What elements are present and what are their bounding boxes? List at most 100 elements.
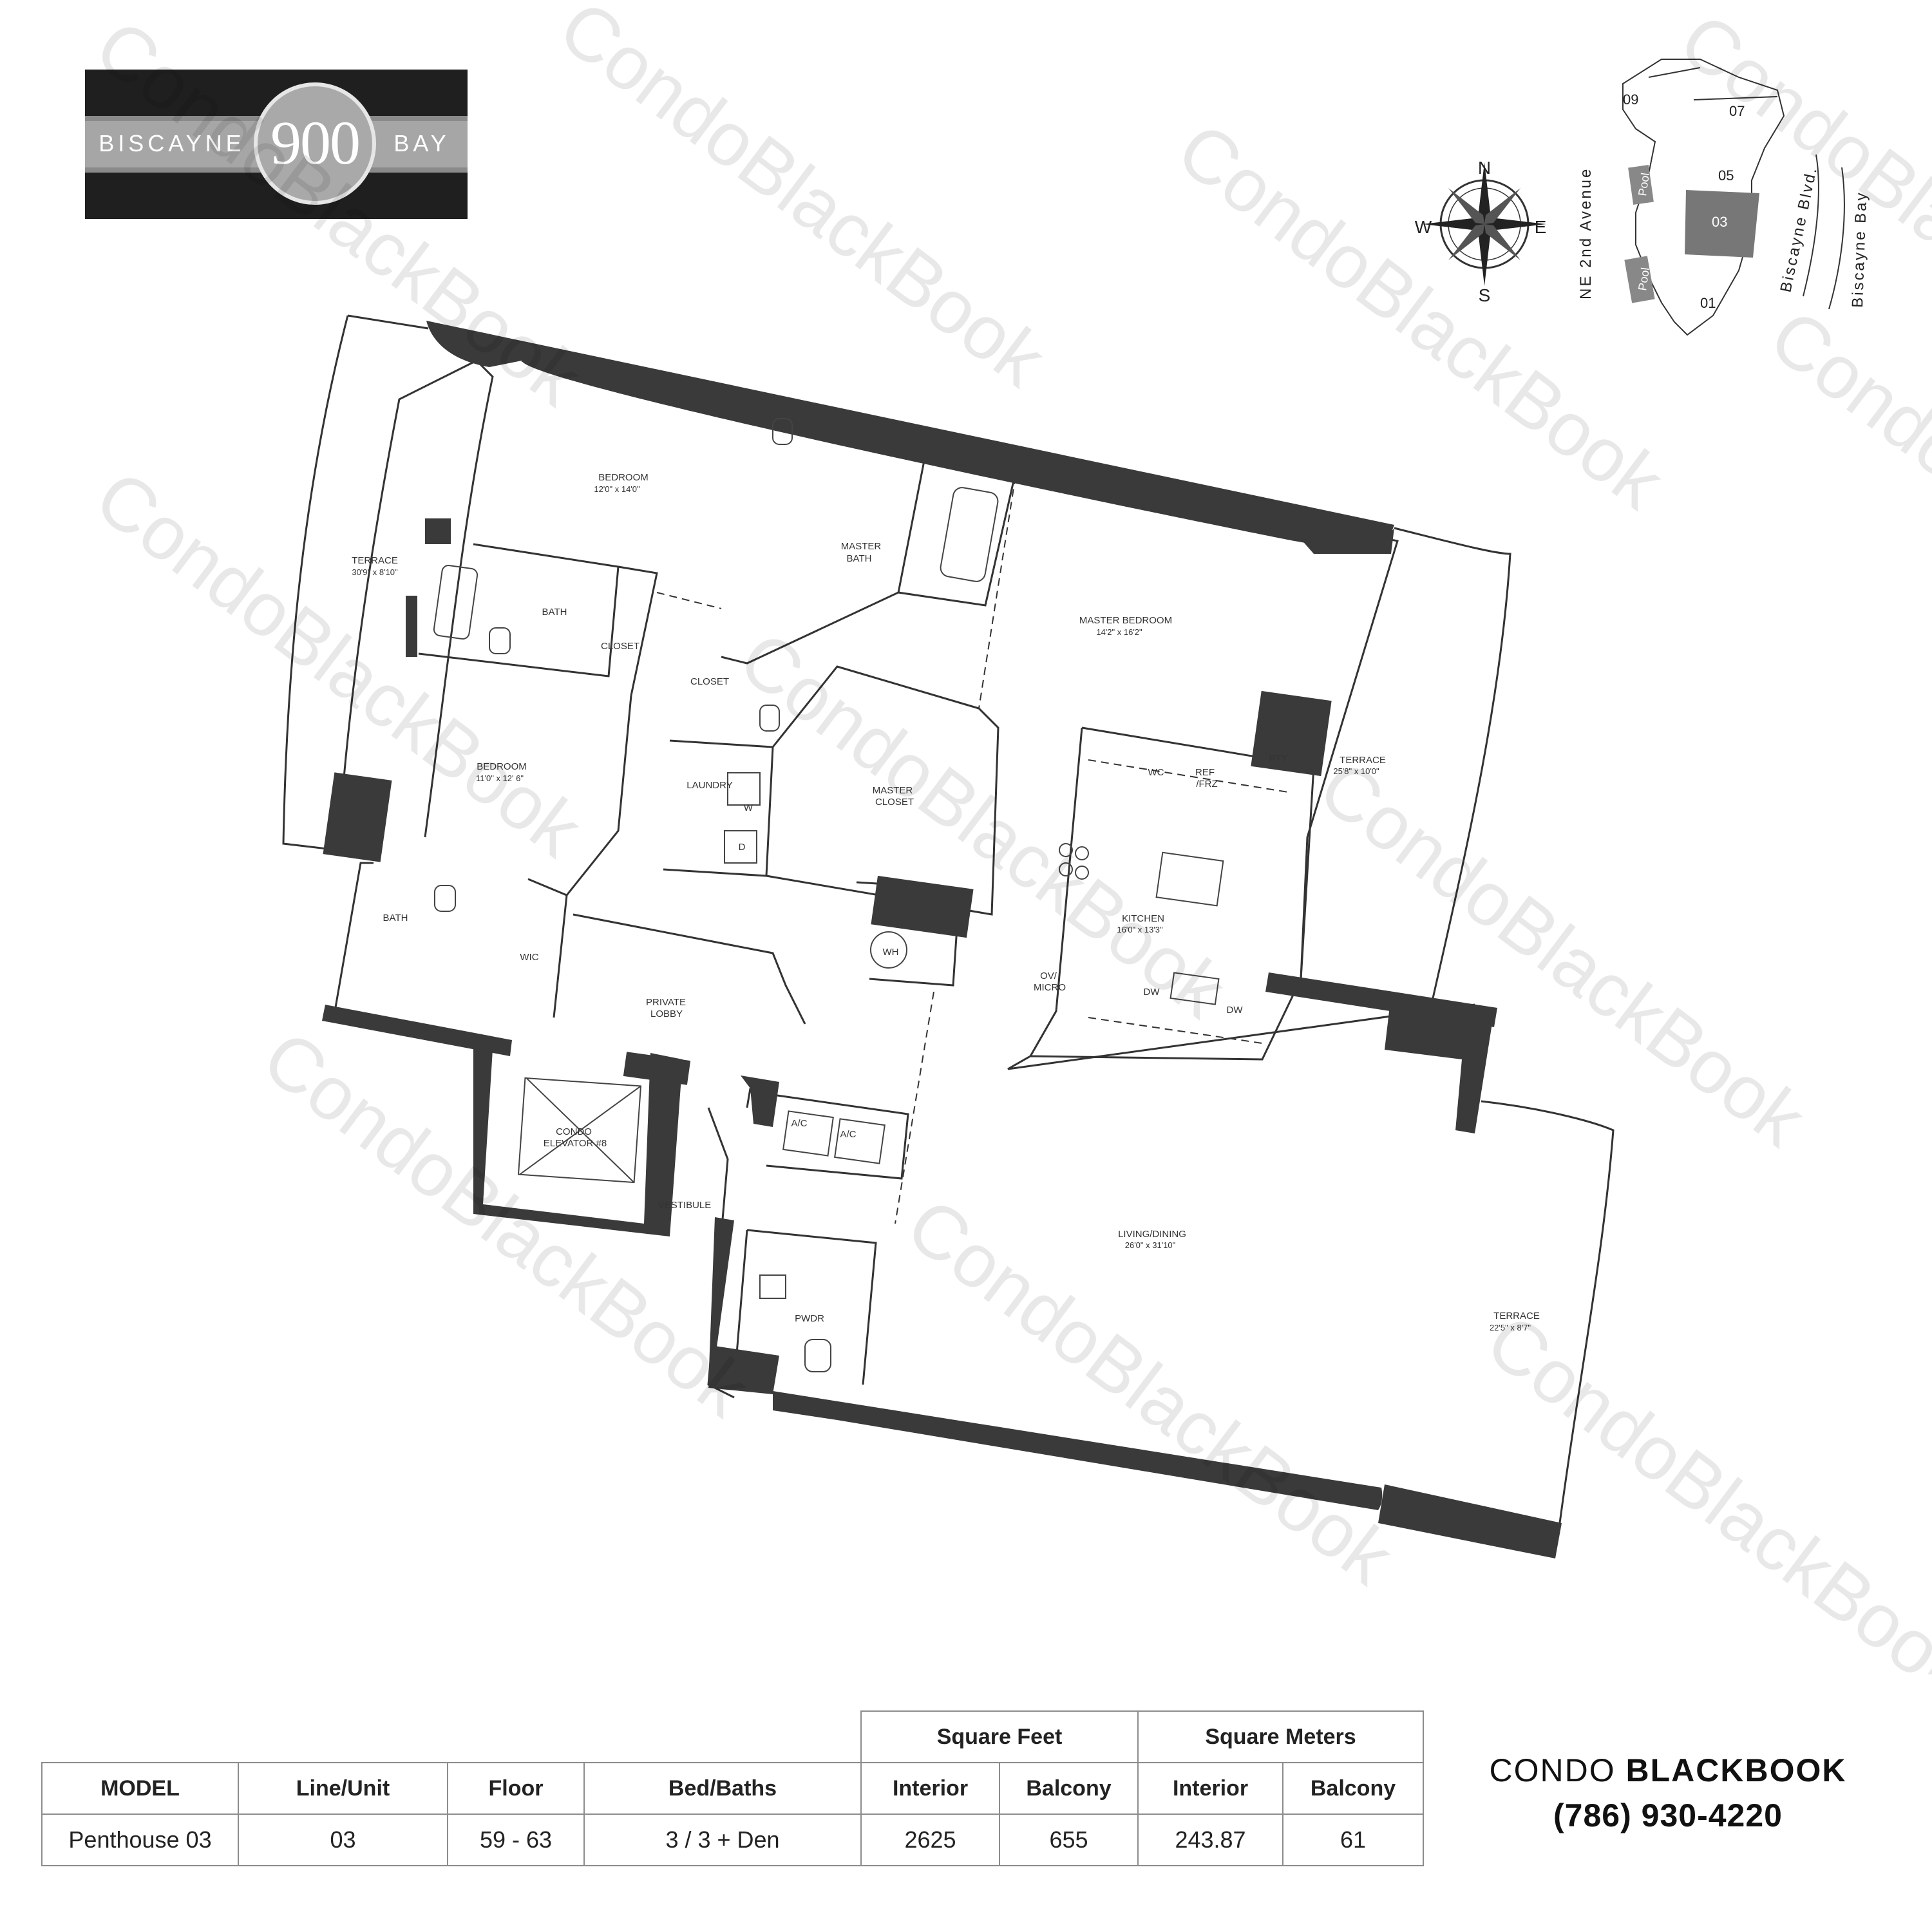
pantry-label: PTY [1269,753,1287,764]
refrigerator-label-2: /FRZ [1196,779,1217,790]
bath-2-label: BATH [383,913,408,923]
ac-unit-icon [834,1118,886,1164]
group-square-meters: Square Meters [1137,1710,1424,1763]
header-line-unit: Line/Unit [238,1762,448,1815]
compass-south: S [1479,285,1491,305]
master-closet-label: MASTER [873,785,913,796]
logo-number: 900 [270,108,361,177]
closet-1-label: CLOSET [601,641,639,652]
ac-unit-icon [782,1110,834,1157]
bedroom-2-label: BEDROOM [477,761,527,772]
site-pool-label: Pool [1636,267,1652,291]
toilet-icon [489,627,511,654]
terrace-nw-dim: 30'9" x 8'10" [352,567,398,577]
terrace-se-dim: 22'5" x 8'7" [1490,1323,1531,1332]
logo-circle [254,82,376,205]
cell-model: Penthouse 03 [41,1814,239,1866]
header-model: MODEL [41,1762,239,1815]
watermark-text: CondoBlackBook [1754,293,1932,712]
terrace-se-label: TERRACE [1493,1311,1540,1321]
elevator-label: CONDO [556,1126,592,1137]
kitchen-island-icon [1155,851,1224,907]
master-bath-label: MASTER [841,541,882,552]
cell-sqm-balcony: 61 [1282,1814,1424,1866]
living-dining-label: LIVING/DINING [1118,1229,1186,1240]
toilet-icon [434,885,456,912]
header-bed-baths: Bed/Baths [583,1762,862,1815]
site-unit-07: 07 [1729,103,1745,119]
dishwasher-2-label: DW [1227,1005,1244,1016]
sink-icon [1170,972,1220,1005]
street-biscayne-blvd: Biscayne Blvd. [1777,165,1821,294]
cell-sqft-balcony: 655 [999,1814,1139,1866]
watermark-text: CondoBlackBook [724,615,1241,1034]
bedroom-2-dim: 11'0" x 12' 6" [476,773,524,783]
header-sqft-interior: Interior [860,1762,1000,1815]
terrace-ne-label: TERRACE [1340,755,1386,766]
dishwasher-1-label: DW [1144,987,1160,998]
private-lobby-label: PRIVATE [646,997,686,1008]
table-header-row: MODEL Line/Unit Floor Bed/Baths Interior… [41,1762,1424,1815]
floor-plan: N S E W 09 07 05 03 01 Pool Pool NE 2nd … [80,0,1932,1674]
dryer-label: D [739,842,746,853]
brand-phone: (786) 930-4220 [1553,1797,1783,1833]
closet-2-label: CLOSET [690,676,729,687]
bedroom-1-label: BEDROOM [598,472,649,483]
table-row: Penthouse 03 03 59 - 63 3 / 3 + Den 2625… [41,1814,1424,1866]
toilet-icon [804,1339,831,1372]
group-square-feet: Square Feet [860,1710,1139,1763]
water-heater-label: WH [883,947,899,958]
oven-label-2: MICRO [1034,982,1066,993]
toilet-icon [772,418,793,445]
oven-label: OV/ [1040,971,1057,981]
compass-west: W [1415,217,1432,237]
pool-shape [1624,256,1655,303]
site-unit-01: 01 [1700,295,1716,311]
vestibule-label: VESTIBULE [658,1200,712,1211]
watermark-text: CondoBlackBook [80,3,597,422]
cell-sqm-interior: 243.87 [1137,1814,1283,1866]
condo-blackbook-brand: CONDO BLACKBOOK [1436,1752,1900,1789]
logo-word-left: BISCAYNE [99,130,245,156]
living-dining-dim: 26'0" x 31'10" [1125,1240,1176,1250]
washer-icon [727,772,761,806]
header-sqft-balcony: Balcony [999,1762,1139,1815]
brand-bold: BLACKBOOK [1625,1752,1847,1788]
header-sqm-interior: Interior [1137,1762,1283,1815]
site-unit-03: 03 [1712,214,1727,230]
watermark-text: CondoBlackBook [1162,106,1679,526]
cell-sqft-interior: 2625 [860,1814,1000,1866]
powder-room-label: PWDR [795,1313,824,1324]
cell-line-unit: 03 [238,1814,448,1866]
compass-rose-icon [1423,162,1546,286]
bath-1-label: BATH [542,607,567,618]
terrace-ne-dim: 25'8" x 10'0" [1333,766,1379,776]
site-unit-09: 09 [1623,91,1638,108]
kitchen-dim: 16'0" x 13'3" [1117,925,1163,934]
street-ne-2nd-avenue: NE 2nd Avenue [1577,167,1595,299]
header-floor: Floor [447,1762,585,1815]
table-group-row: Square Feet Square Meters [42,1710,1424,1763]
street-biscayne-bay: Biscayne Bay [1849,191,1870,308]
dryer-icon [724,830,757,864]
compass-east: E [1535,217,1547,237]
room-labels: TERRACE 30'9" x 8'10" BEDROOM 12'0" x 14… [352,472,1540,1332]
watermark-text: CondoBlackBook [1471,1298,1932,1674]
cell-bed-baths: 3 / 3 + Den [583,1814,862,1866]
fixtures [433,418,1224,1372]
water-heater-icon [870,931,907,969]
watermark-text: CondoBlackBook [544,0,1061,403]
cell-floor: 59 - 63 [447,1814,585,1866]
brand-light: CONDO [1489,1752,1616,1788]
master-bath-label-2: BATH [847,553,872,564]
private-lobby-label-2: LOBBY [650,1009,683,1019]
site-unit-05: 05 [1718,167,1734,184]
pool-shape [1628,165,1654,205]
sink-icon [759,1274,786,1299]
biscayne-900-logo: 900 BISCAYNE BAY [85,70,468,219]
site-pool-label: Pool [1636,172,1652,196]
elevator-label-2: ELEVATOR #8 [544,1138,607,1149]
toilet-icon [759,705,780,732]
site-unit-03-highlight [1685,190,1759,258]
wic-label: WIC [520,952,538,963]
